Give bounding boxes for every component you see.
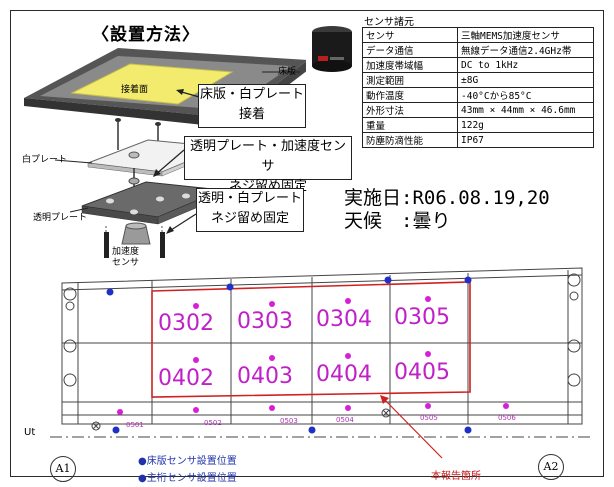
accel-label: 加速度 センサ xyxy=(112,247,140,268)
axis-a1: A1 xyxy=(50,456,76,482)
small-position-label: 0505 xyxy=(420,414,438,422)
legend-girder-sensor: ●主桁センサ設置位置 xyxy=(138,473,237,484)
bolts-bottom xyxy=(104,226,165,258)
small-position-label: 0502 xyxy=(204,419,222,427)
legend-floor-sensor: ●床版センサ設置位置 xyxy=(138,456,237,467)
room-label: 0405 xyxy=(394,360,450,385)
room-label: 0302 xyxy=(158,311,214,336)
axis-a2: A2 xyxy=(538,454,564,480)
spec-title: センサ諸元 xyxy=(364,17,414,28)
clear-plate-label: 透明プレート xyxy=(33,213,88,223)
spec-value: IP67 xyxy=(457,132,594,148)
room-label: 0304 xyxy=(316,307,372,332)
sensor-photo xyxy=(306,20,358,74)
edge-label: Ut xyxy=(24,427,36,438)
callout-floor-adhesion: 床版・白プレート 接着 xyxy=(198,84,306,128)
floor-label: 床版 xyxy=(278,67,297,77)
white-plate-label: 白プレート xyxy=(22,155,68,165)
room-label: 0403 xyxy=(237,364,293,389)
figure-frame xyxy=(10,10,604,477)
room-label: 0404 xyxy=(316,362,372,387)
survey-weather: 天候 :曇り xyxy=(344,210,451,232)
installation-title: 〈設置方法〉 xyxy=(92,25,200,45)
spec-table: センサ三軸MEMS加速度センサデータ通信無線データ通信2.4GHz帯加速度帯域幅… xyxy=(362,27,594,148)
spec-row: 動作温度-40°Cから85°C xyxy=(362,87,594,103)
spec-row: センサ三軸MEMS加速度センサ xyxy=(362,27,594,43)
accelerometer-body xyxy=(121,222,151,245)
small-position-label: 0501 xyxy=(126,421,144,429)
small-position-label: 0503 xyxy=(280,417,298,425)
report-area-label: 本報告箇所 xyxy=(431,471,481,482)
small-position-label: 0506 xyxy=(498,414,516,422)
room-label: 0305 xyxy=(394,305,450,330)
adhesive-label: 接着面 xyxy=(121,85,149,95)
small-position-label: 0504 xyxy=(336,416,354,424)
room-label: 0303 xyxy=(237,309,293,334)
adhesive-face xyxy=(70,63,234,105)
survey-date: 実施日:R06.08.19,20 xyxy=(344,187,550,209)
room-label: 0402 xyxy=(158,366,214,391)
report-area-outline xyxy=(151,281,471,398)
callout-screw-plates: 透明・白プレート ネジ留め固定 xyxy=(196,188,304,232)
